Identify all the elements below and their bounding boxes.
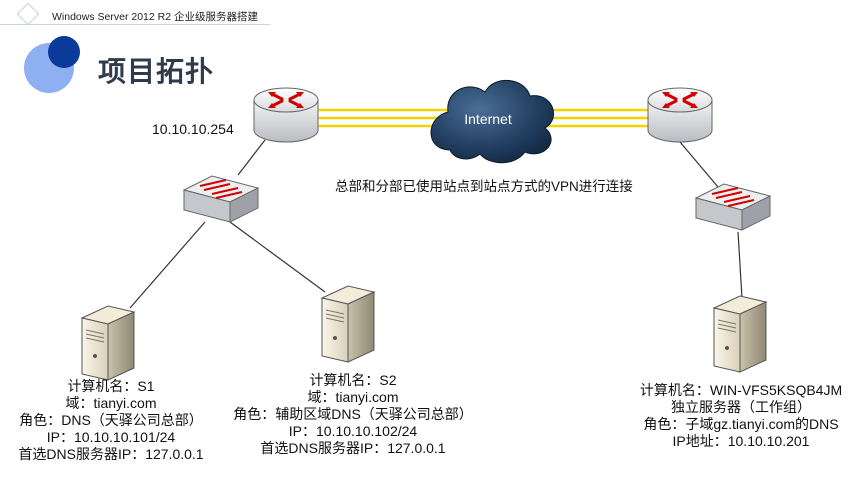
- switch-icon-left: [182, 175, 260, 223]
- s2-computer-name: 计算机名：S2: [309, 372, 397, 388]
- link-switch-s2: [229, 221, 326, 293]
- connection-lines: [129, 139, 743, 309]
- router-icon-right: [647, 87, 713, 143]
- link-router-switch-left: [237, 139, 266, 176]
- s1-preferred-dns: 首选DNS服务器IP：127.0.0.1: [18, 446, 204, 462]
- server-s2-info: 计算机名：S2 域：tianyi.com 角色：辅助区域DNS（天驿公司总部） …: [226, 372, 480, 457]
- link-switch-s3: [737, 231, 743, 299]
- header-text: Windows Server 2012 R2 企业级服务器搭建: [52, 11, 258, 23]
- s1-role: 角色：DNS（天驿公司总部）: [19, 412, 203, 428]
- switch-icon-right: [694, 183, 772, 231]
- title-circle-accent: [48, 36, 80, 68]
- page-title: 项目拓扑: [98, 55, 215, 88]
- s3-role: 角色：子域gz.tianyi.com的DNS: [643, 416, 839, 432]
- vpn-note: 总部和分部已使用站点到站点方式的VPN进行连接: [335, 179, 633, 194]
- s2-role: 角色：辅助区域DNS（天驿公司总部）: [233, 406, 473, 422]
- internet-label: Internet: [464, 111, 512, 127]
- vpn-tunnel: [318, 108, 648, 128]
- s1-ip: IP：10.10.10.101/24: [46, 429, 176, 445]
- s2-domain: 域：tianyi.com: [307, 389, 399, 405]
- cloud-icon: [430, 79, 555, 164]
- router-icon-left: [253, 87, 319, 143]
- s1-domain: 域：tianyi.com: [65, 395, 157, 411]
- link-switch-s1: [129, 221, 206, 309]
- server-icon-s3: [712, 295, 768, 373]
- link-router-switch-right: [679, 141, 719, 188]
- server-s1-info: 计算机名：S1 域：tianyi.com 角色：DNS（天驿公司总部） IP：1…: [16, 378, 206, 463]
- s3-workgroup: 独立服务器（工作组）: [671, 399, 811, 415]
- header-divider: [0, 24, 270, 25]
- s3-ip: IP地址：10.10.10.201: [672, 433, 810, 449]
- s3-computer-name: 计算机名：WIN-VFS5KSQB4JM: [639, 382, 843, 398]
- s2-preferred-dns: 首选DNS服务器IP：127.0.0.1: [260, 440, 446, 456]
- server-icon-s1: [80, 305, 136, 381]
- s2-ip: IP：10.10.10.102/24: [288, 423, 418, 439]
- server-icon-s2: [320, 285, 376, 363]
- server-s3-info: 计算机名：WIN-VFS5KSQB4JM 独立服务器（工作组） 角色：子域gz.…: [628, 382, 854, 450]
- s1-computer-name: 计算机名：S1: [67, 378, 155, 394]
- router-left-ip: 10.10.10.254: [152, 121, 234, 137]
